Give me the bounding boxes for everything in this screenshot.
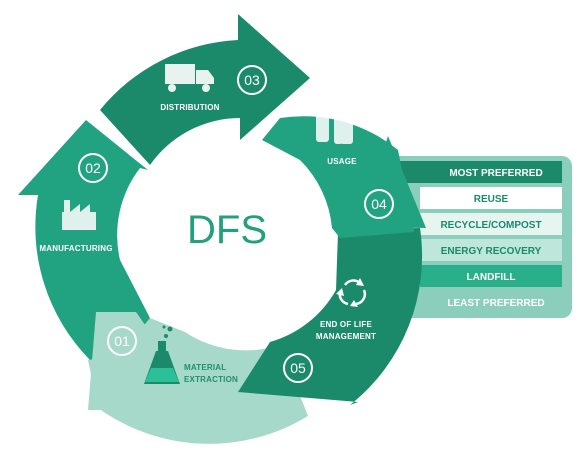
stage-05-label-line1: END OF LIFE (320, 320, 372, 329)
bottles-icon (316, 92, 353, 144)
center-title: DFS (187, 208, 267, 252)
stage-01-badge: 01 (107, 326, 137, 356)
hierarchy-row-energy (420, 239, 562, 261)
factory-icon (62, 200, 96, 230)
stage-02-badge: 02 (78, 153, 108, 183)
stage-03-label: DISTRIBUTION (160, 103, 219, 112)
hierarchy-item-landfill: LANDFILL (467, 272, 516, 283)
stage-01-label-line2: EXTRACTION (184, 375, 238, 384)
stage-05-segment (238, 228, 423, 405)
stage-02-segment (18, 120, 150, 360)
stage-02-label: MANUFACTURING (39, 244, 112, 253)
stage-03-badge: 03 (237, 65, 267, 95)
hierarchy-item-recycle: RECYCLE/COMPOST (440, 220, 541, 231)
hierarchy-top-label: MOST PREFERRED (449, 168, 542, 179)
stage-01-segment (88, 318, 308, 444)
hierarchy-row-landfill (420, 265, 562, 287)
stage-04-badge: 04 (364, 189, 394, 219)
hierarchy-row-recycle (420, 213, 562, 235)
hierarchy-item-reuse: REUSE (474, 194, 509, 205)
stage-03-number: 03 (244, 72, 260, 88)
stage-04-number: 04 (371, 196, 387, 212)
stage-02-number: 02 (85, 160, 101, 176)
hierarchy-item-energy: ENERGY RECOVERY (441, 246, 542, 257)
stage-05-badge: 05 (283, 353, 313, 383)
stage-05-label-line2: MANAGEMENT (316, 332, 376, 341)
recycle-icon (336, 278, 367, 307)
truck-icon (165, 64, 214, 92)
hierarchy-row-reuse (420, 187, 562, 209)
flask-icon (144, 325, 180, 384)
stage-01-number: 01 (114, 333, 130, 349)
hierarchy-top-band (372, 161, 562, 183)
stage-01-label-line1: MATERIAL (184, 363, 226, 372)
hierarchy-bottom-label: LEAST PREFERRED (447, 298, 544, 309)
stage-04-label: USAGE (327, 157, 357, 166)
stage-05-number: 05 (290, 360, 306, 376)
